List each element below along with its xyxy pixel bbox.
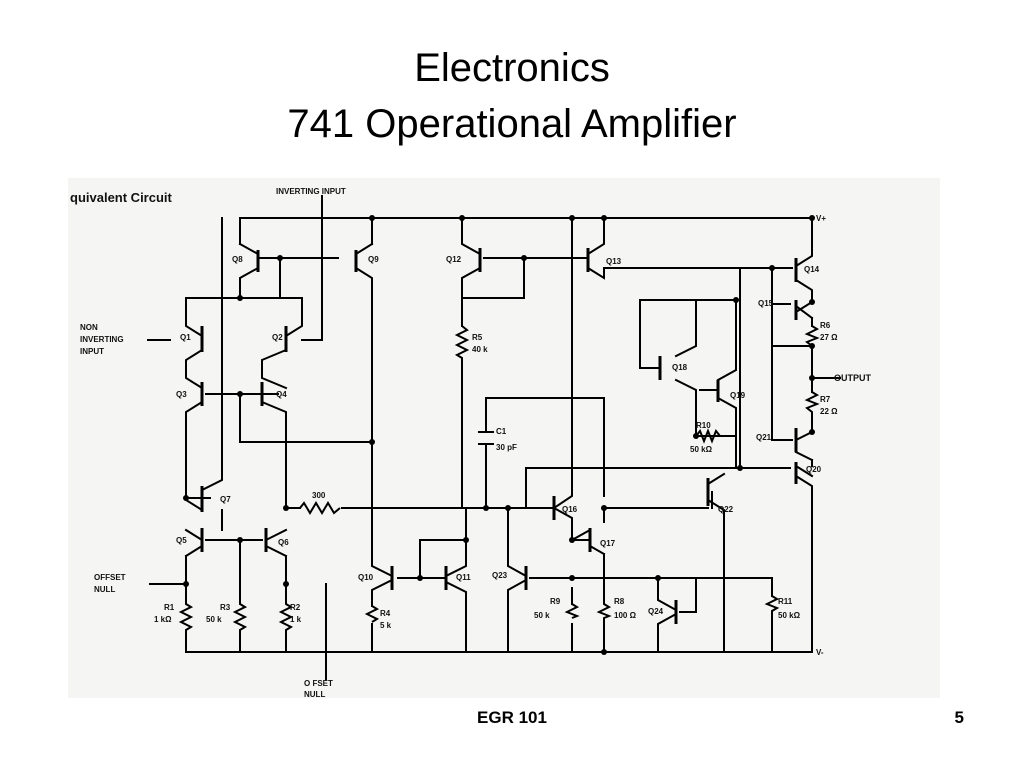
r300-value: 300 [312,491,326,500]
equivalent-circuit-diagram: quivalent Circuit INVERTING INPUT V+ V- … [68,178,940,698]
slide-title-line2: 741 Operational Amplifier [287,102,737,146]
circuit-heading: quivalent Circuit [70,190,173,205]
offset-null-bottom-line2: NULL [304,690,325,698]
r5-value: 40 k [472,345,488,354]
q12-label: Q12 [446,255,462,264]
q16-label: Q16 [562,505,578,514]
q21-label: Q21 [756,433,772,442]
v-minus-label: V- [816,648,824,657]
r2-value: 1 k [290,615,302,624]
slide-title-line1: Electronics [414,46,610,90]
q19-label: Q19 [730,391,746,400]
footer-course: EGR 101 [477,708,547,727]
q11-label: Q11 [456,573,471,582]
output-label: OUTPUT [834,373,872,383]
q8-label: Q8 [232,255,243,264]
r2-name: R2 [290,603,301,612]
v-plus-label: V+ [816,214,826,223]
r4-value: 5 k [380,621,392,630]
r9-value: 50 k [534,611,550,620]
offset-null-left-line1: OFFSET [94,573,126,582]
q2-label: Q2 [272,333,283,342]
r11-name: R11 [778,597,793,606]
r1-name: R1 [164,603,175,612]
r3-name: R3 [220,603,231,612]
q13-label: Q13 [606,257,622,266]
circuit-wires [147,195,841,681]
q4-label: Q4 [276,390,287,399]
c1-name: C1 [496,427,507,436]
page-number: 5 [954,708,964,727]
non-inverting-label-line2: INVERTING [80,335,124,344]
r11-value: 50 kΩ [778,611,801,620]
non-inverting-label-line1: NON [80,323,98,332]
c1-value: 30 pF [496,443,517,452]
q17-label: Q17 [600,539,616,548]
r7-name: R7 [820,395,831,404]
r3-value: 50 k [206,615,222,624]
r4-name: R4 [380,609,391,618]
r1-value: 1 kΩ [154,615,172,624]
q5-label: Q5 [176,536,187,545]
offset-null-bottom-line1: O FSET [304,679,333,688]
r10-value: 50 kΩ [690,445,713,454]
capacitor-c1-symbol [478,431,494,445]
r6-value: 27 Ω [820,333,838,342]
inverting-input-label: INVERTING INPUT [276,187,346,196]
q9-label: Q9 [368,255,379,264]
q14-label: Q14 [804,265,820,274]
junction-dots [183,215,815,655]
r8-value: 100 Ω [614,611,637,620]
q18-label: Q18 [672,363,688,372]
q3-label: Q3 [176,390,187,399]
q24-label: Q24 [648,607,664,616]
resistor-symbols [178,325,820,640]
offset-null-left-line2: NULL [94,585,115,594]
r9-name: R9 [550,597,561,606]
q7-label: Q7 [220,495,231,504]
r10-name: R10 [696,421,711,430]
q6-label: Q6 [278,538,289,547]
r6-name: R6 [820,321,831,330]
r5-name: R5 [472,333,483,342]
non-inverting-label-line3: INPUT [80,347,104,356]
q10-label: Q10 [358,573,374,582]
q15-label: Q15 [758,299,774,308]
q1-label: Q1 [180,333,191,342]
r8-name: R8 [614,597,625,606]
q20-label: Q20 [806,465,822,474]
q23-label: Q23 [492,571,508,580]
transistor-symbols [200,248,798,624]
r7-value: 22 Ω [820,407,838,416]
q22-label: Q22 [718,505,734,514]
